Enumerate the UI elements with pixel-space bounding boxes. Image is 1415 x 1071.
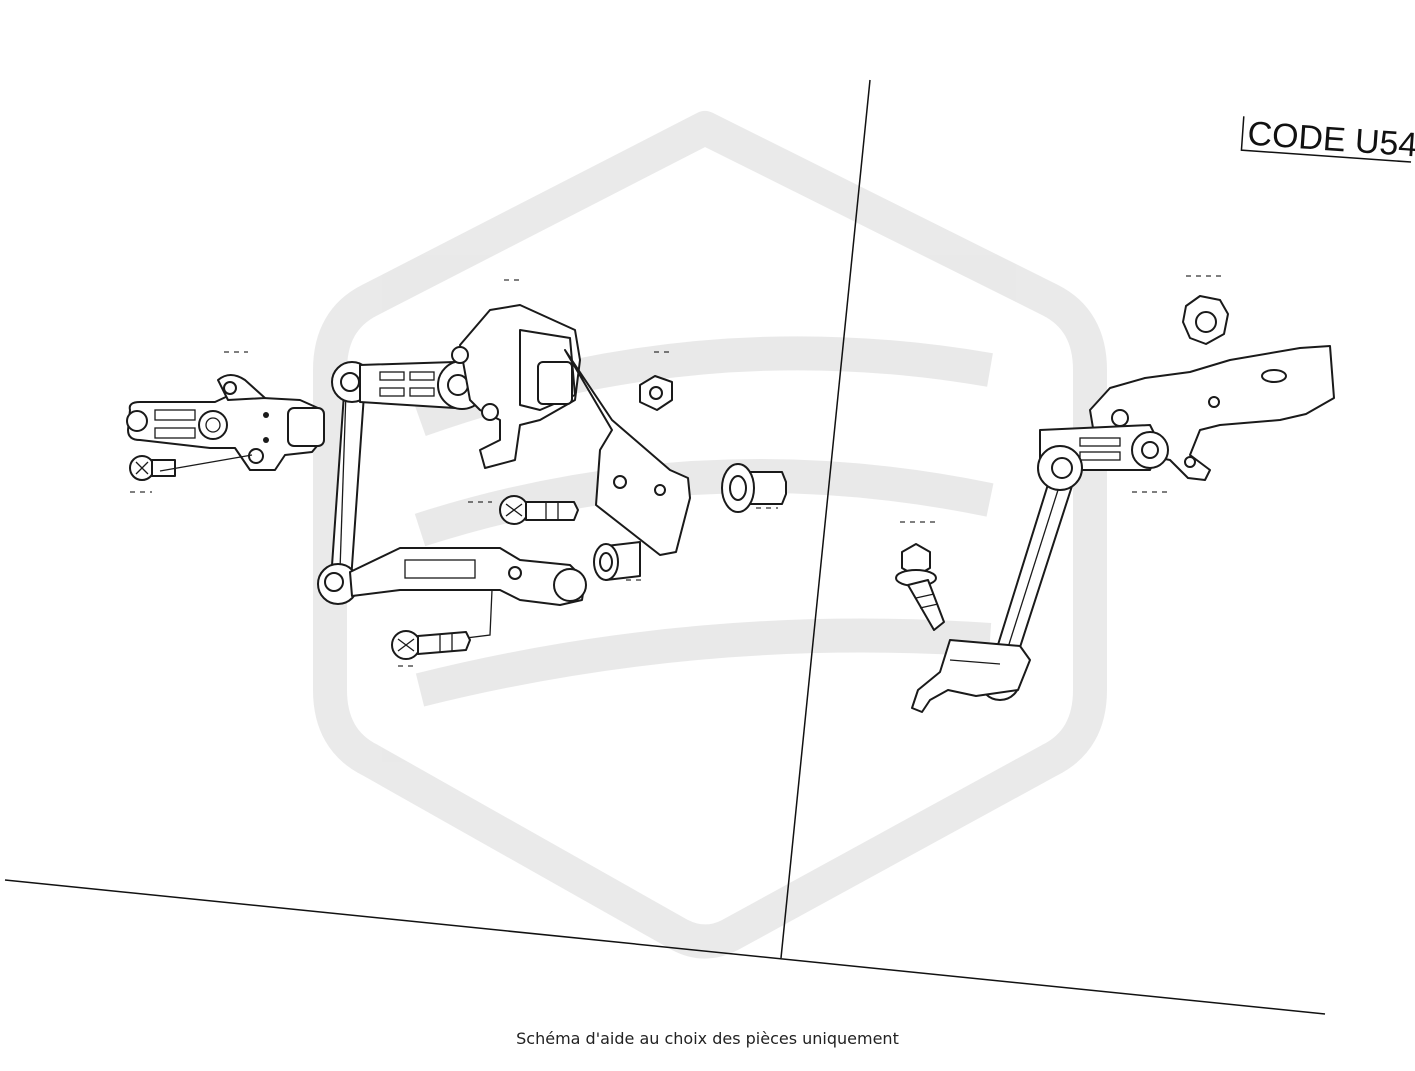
code-label: CODE U54 <box>1246 115 1415 165</box>
rivet-nut-part <box>721 463 787 513</box>
divider-bottom <box>4 879 1326 1015</box>
mounting-bracket-part <box>564 349 691 556</box>
screw-part <box>129 454 253 481</box>
divider-vertical <box>780 79 871 959</box>
upper-arm-part <box>359 304 581 469</box>
bolt-part <box>499 495 579 525</box>
spacer-part <box>593 541 641 581</box>
code-label-box: CODE U54 <box>1240 115 1415 165</box>
caption: Schéma d'aide au choix des pièces unique… <box>516 1029 899 1048</box>
flange-nut-part <box>1182 295 1229 345</box>
flange-bolt-part <box>895 543 945 631</box>
lower-arm-part <box>349 547 587 641</box>
nut-part <box>639 375 673 411</box>
lower-bracket-part <box>911 639 1031 713</box>
bolt-lower-part <box>391 630 471 660</box>
watermark-logo <box>313 111 1107 959</box>
height-sensor-part <box>126 374 325 471</box>
